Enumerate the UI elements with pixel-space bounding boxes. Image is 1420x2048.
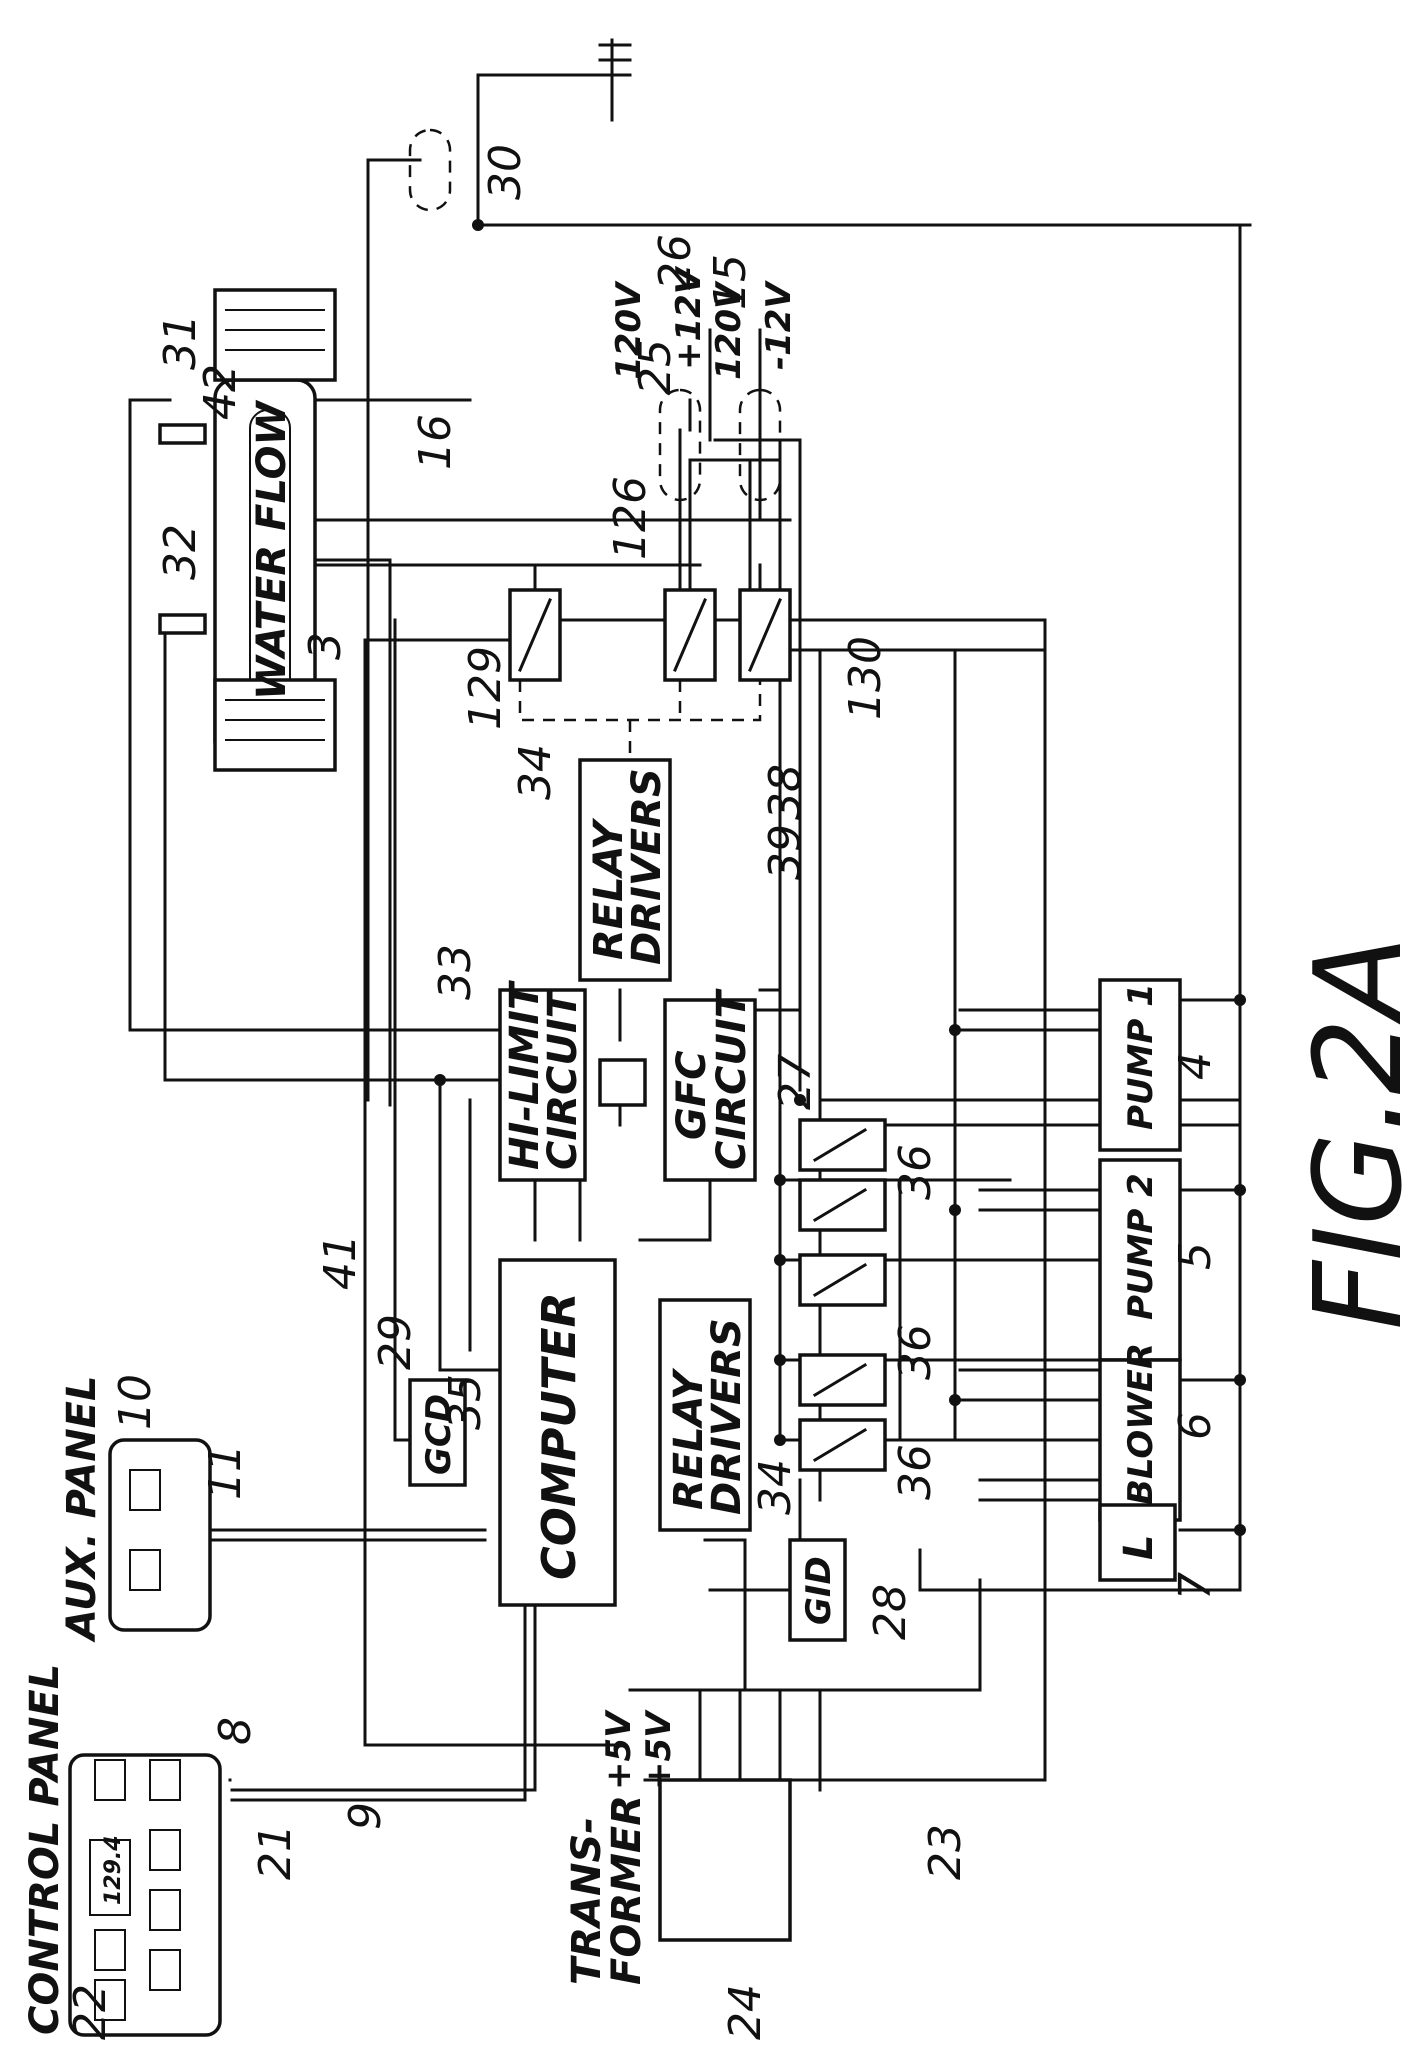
light-block: L xyxy=(1098,1503,1177,1582)
control-panel-display: 129.4 xyxy=(101,1835,126,1905)
computer-block: COMPUTER xyxy=(498,1258,617,1607)
relay-drivers-bottom-line2: DRIVERS xyxy=(704,1318,750,1515)
ref-35: 35 xyxy=(440,1374,491,1430)
water-flow-label: WATER FLOW xyxy=(249,399,295,700)
ref-38: 38 xyxy=(760,764,811,820)
ref-36-b: 36 xyxy=(890,1324,941,1380)
transformer-line1: TRANS- xyxy=(564,1817,610,1985)
ref-9: 9 xyxy=(340,1802,391,1830)
gfc-line2: CIRCUIT xyxy=(709,988,755,1170)
ref-39: 39 xyxy=(760,824,811,880)
blower-label: BLOWER xyxy=(1121,1343,1161,1505)
relay-drivers-bottom: RELAY DRIVERS xyxy=(658,1298,752,1532)
hi-limit-circuit: HI-LIMIT CIRCUIT xyxy=(498,980,587,1182)
relay-contacts-36 xyxy=(798,1118,887,1472)
ref-15: 15 xyxy=(705,254,756,310)
ref-16: 16 xyxy=(410,414,461,470)
ref-21: 21 xyxy=(250,1824,301,1880)
pump2-label: PUMP 2 xyxy=(1121,1173,1161,1320)
figure-label: FIG.2A xyxy=(1290,936,1420,1330)
wiring xyxy=(128,73,1252,1802)
voltage-plus5-a: +5V xyxy=(599,1709,639,1790)
ref-22: 22 xyxy=(65,1984,116,2040)
ref-7: 7 xyxy=(1170,1572,1221,1600)
ref-32: 32 xyxy=(155,524,206,580)
ref-23: 23 xyxy=(920,1824,971,1880)
ground-icon xyxy=(598,38,632,122)
voltage-120-a: 120V xyxy=(609,280,649,380)
ref-24: 24 xyxy=(720,1984,771,2040)
transformer-line2: FORMER xyxy=(604,1795,650,1985)
blower-block: BLOWER xyxy=(1098,1343,1182,1522)
voltage-plus12: +12V xyxy=(669,265,709,370)
gfc-circuit: GFC CIRCUIT xyxy=(663,988,757,1182)
voltage-plus5-b: +5V xyxy=(639,1709,679,1790)
junction-dots xyxy=(304,219,1246,1536)
ref-34-top: 34 xyxy=(510,744,561,800)
ref-11: 11 xyxy=(200,1444,251,1500)
gid-block: GID xyxy=(788,1538,847,1642)
ref-130: 130 xyxy=(840,636,891,720)
voltage-minus12: -12V xyxy=(759,280,799,370)
signal-junction-box xyxy=(598,1058,647,1107)
ref-6: 6 xyxy=(1170,1412,1221,1440)
ref-29: 29 xyxy=(370,1314,421,1370)
relay-drivers-top-line1: RELAY xyxy=(586,817,632,960)
aux-panel: AUX. PANEL xyxy=(59,1376,212,1644)
ref-33: 33 xyxy=(430,944,481,1000)
voltage-120-b: 120V xyxy=(709,280,749,380)
connectors xyxy=(408,128,782,502)
gid-label: GID xyxy=(799,1556,839,1625)
hi-limit-line1: HI-LIMIT xyxy=(502,980,548,1170)
hi-limit-line2: CIRCUIT xyxy=(540,988,586,1170)
relay-drivers-bottom-line1: RELAY xyxy=(666,1367,712,1510)
gfc-line1: GFC xyxy=(669,1050,715,1140)
ref-8: 8 xyxy=(210,1717,261,1745)
ref-10: 10 xyxy=(110,1374,161,1430)
ref-27: 27 xyxy=(770,1054,821,1110)
ref-31: 31 xyxy=(155,314,206,370)
voltage-labels: +5V +5V 120V 120V +12V -12V xyxy=(599,265,799,1790)
ref-26: 26 xyxy=(650,234,701,290)
pump2-block: PUMP 2 xyxy=(1098,1158,1182,1362)
relays-129-126-130 xyxy=(508,588,792,682)
light-label: L xyxy=(1116,1535,1162,1561)
ref-4: 4 xyxy=(1170,1052,1221,1080)
ref-5: 5 xyxy=(1170,1242,1221,1270)
pump1-block: PUMP 1 xyxy=(1098,978,1182,1152)
ref-25: 25 xyxy=(630,339,681,395)
relay-drivers-top: RELAY DRIVERS xyxy=(578,758,672,982)
ref-36-c: 36 xyxy=(890,1444,941,1500)
control-panel: 129.4 CONTROL PANEL xyxy=(22,1664,222,2037)
gcd-block: GCD xyxy=(408,1378,467,1487)
ref-42: 42 xyxy=(195,364,246,420)
pump1-label: PUMP 1 xyxy=(1121,983,1161,1130)
transformer-block: TRANS- FORMER xyxy=(564,1778,792,1985)
ref-129: 129 xyxy=(460,646,511,730)
heater-assembly: WATER FLOW xyxy=(158,288,337,772)
ref-3: 3 xyxy=(300,632,351,660)
ref-36-a: 36 xyxy=(890,1144,941,1200)
ref-28: 28 xyxy=(865,1584,916,1640)
relay-drivers-top-line2: DRIVERS xyxy=(624,768,670,965)
control-panel-label: CONTROL PANEL xyxy=(22,1664,68,2035)
ref-34-bottom: 34 xyxy=(750,1459,801,1515)
ref-126: 126 xyxy=(605,476,656,560)
computer-label: COMPUTER xyxy=(532,1292,586,1580)
gcd-label: GCD xyxy=(419,1394,459,1475)
aux-panel-label: AUX. PANEL xyxy=(59,1376,105,1644)
ref-41: 41 xyxy=(315,1234,366,1290)
reference-numerals: 4 5 6 7 8 9 10 11 15 16 21 22 23 24 25 2… xyxy=(65,144,1221,2040)
ref-30: 30 xyxy=(480,144,531,200)
